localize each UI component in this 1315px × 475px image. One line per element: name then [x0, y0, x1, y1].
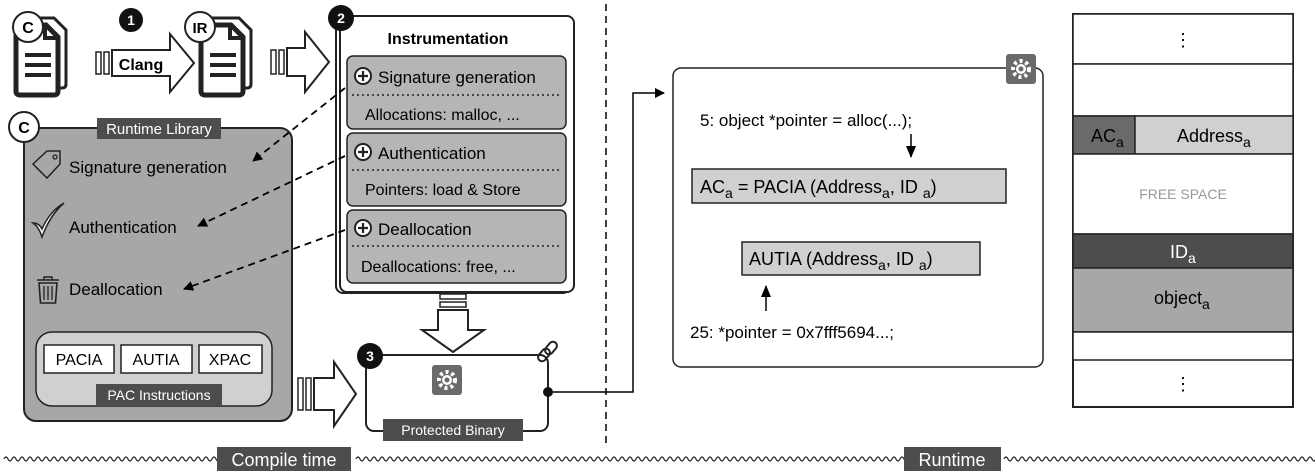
runtime-label: Runtime — [904, 447, 1001, 471]
timeline-wave — [3, 456, 1315, 462]
step-1-badge: 1 — [119, 8, 143, 32]
memory-ac: ACa — [1091, 126, 1124, 150]
instr-item-title: Signature generation — [378, 68, 536, 87]
svg-text:Compile time: Compile time — [231, 450, 336, 470]
runtime-item-signature: Signature generation — [69, 158, 227, 177]
dashed-connectors — [183, 87, 346, 291]
instr-item-title: Authentication — [378, 144, 486, 163]
runtime-item-authentication: Authentication — [69, 218, 177, 237]
svg-text:Runtime: Runtime — [918, 450, 985, 470]
memory-layout: ⋮ ACa Addressa FREE SPACE IDa objecta ⋮ — [1072, 13, 1294, 408]
svg-text:C: C — [18, 120, 30, 137]
source-c-badge: C — [12, 11, 44, 43]
plus-icon — [354, 219, 372, 237]
step-2-badge: 2 — [328, 5, 354, 31]
runtime-code-panel: 5: object *pointer = alloc(...); ACa = P… — [672, 54, 1044, 368]
instrumentation-title: Instrumentation — [388, 31, 509, 48]
instr-item-detail: Allocations: malloc, ... — [365, 107, 520, 124]
plus-icon — [354, 143, 372, 161]
pac-instr-autia: AUTIA — [132, 352, 179, 369]
svg-text:C: C — [22, 20, 34, 37]
autia-equation: AUTIA (Addressa, ID a) — [749, 249, 933, 273]
step-3-badge: 3 — [357, 343, 383, 369]
instr-item-authentication: Authentication Pointers: load & Store — [346, 132, 567, 207]
clang-label: Clang — [119, 57, 163, 74]
compile-time-label: Compile time — [217, 447, 351, 471]
gear-icon — [432, 365, 462, 395]
plus-icon — [354, 67, 372, 85]
link-icon — [537, 340, 558, 363]
protected-binary-box: Protected Binary — [365, 340, 558, 441]
gear-icon — [1006, 54, 1036, 84]
memory-free-space: FREE SPACE — [1139, 186, 1227, 202]
svg-text:1: 1 — [127, 12, 135, 28]
runtime-library-title: Runtime Library — [106, 121, 212, 138]
memory-object: objecta — [1154, 288, 1210, 312]
memory-top-ellipsis: ⋮ — [1174, 30, 1192, 50]
protected-binary-label: Protected Binary — [401, 422, 505, 438]
trash-icon — [37, 276, 59, 304]
svg-text:3: 3 — [366, 348, 374, 364]
binary-to-runtime-connector — [543, 88, 665, 397]
instr-item-detail: Pointers: load & Store — [365, 182, 521, 199]
svg-text:2: 2 — [337, 10, 345, 26]
instr-item-deallocation: Deallocation Deallocations: free, ... — [346, 209, 567, 284]
pac-instructions-label: PAC Instructions — [107, 387, 210, 403]
pac-instr-pacia: PACIA — [56, 352, 103, 369]
instr-item-title: Deallocation — [378, 220, 472, 239]
runtime-lib-c-badge: C — [8, 111, 40, 143]
ir-to-instrumentation-arrow — [270, 29, 331, 95]
checkmark-icon — [30, 202, 65, 240]
pac-instr-xpac: XPAC — [209, 352, 251, 369]
instr-item-signature: Signature generation Allocations: malloc… — [346, 55, 567, 130]
library-to-binary-arrow — [297, 358, 358, 430]
instr-item-detail: Deallocations: free, ... — [361, 259, 516, 276]
runtime-item-deallocation: Deallocation — [69, 280, 163, 299]
svg-text:IR: IR — [193, 20, 208, 37]
memory-bottom-ellipsis: ⋮ — [1174, 374, 1192, 394]
pacia-equation: ACa = PACIA (Addressa, ID a) — [700, 177, 937, 201]
clang-arrow: Clang — [95, 31, 196, 95]
pac-instructions-group: PACIA AUTIA XPAC PAC Instructions — [35, 331, 273, 407]
code-line-alloc: 5: object *pointer = alloc(...); — [700, 111, 912, 130]
memory-address: Addressa — [1177, 126, 1251, 150]
tag-icon — [31, 150, 61, 180]
instrumentation-to-binary-arrow — [418, 293, 488, 354]
code-line-deref: 25: *pointer = 0x7fff5694...; — [690, 323, 894, 342]
memory-id: IDa — [1170, 242, 1196, 266]
ir-badge: IR — [184, 11, 216, 43]
